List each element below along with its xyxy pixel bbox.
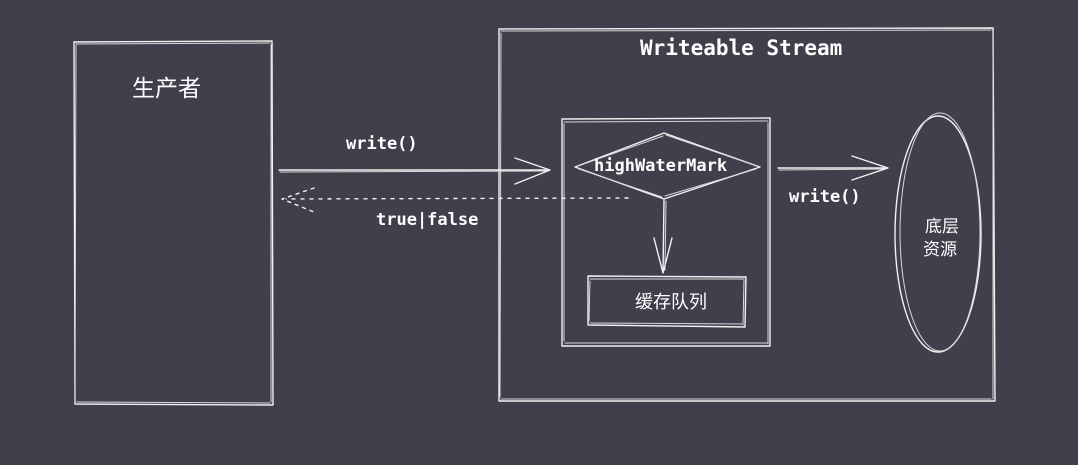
write-arrow-out: [777, 155, 889, 181]
resource-ellipse: [894, 112, 982, 353]
queue-label: 缓存队列: [635, 292, 707, 313]
writeable-stream-box: [498, 27, 996, 402]
write-arrow-in: [278, 157, 551, 185]
resource-label-line1: 底层: [925, 217, 959, 237]
return-arrow-dotted: [281, 187, 629, 213]
stream-title: Writeable Stream: [640, 36, 843, 60]
arrow-to-queue: [653, 199, 673, 274]
producer-box: [73, 40, 274, 406]
producer-label: 生产者: [132, 76, 201, 102]
return-value-label: true|false: [376, 210, 479, 230]
write-out-label: write(): [789, 187, 861, 207]
highwatermark-diamond: [574, 132, 761, 200]
queue-box: [587, 275, 747, 328]
resource-label-line2: 资源: [923, 240, 957, 260]
write-in-label: write(): [346, 134, 418, 154]
highwatermark-label: highWaterMark: [594, 156, 728, 176]
inner-buffer-box: [561, 117, 771, 347]
